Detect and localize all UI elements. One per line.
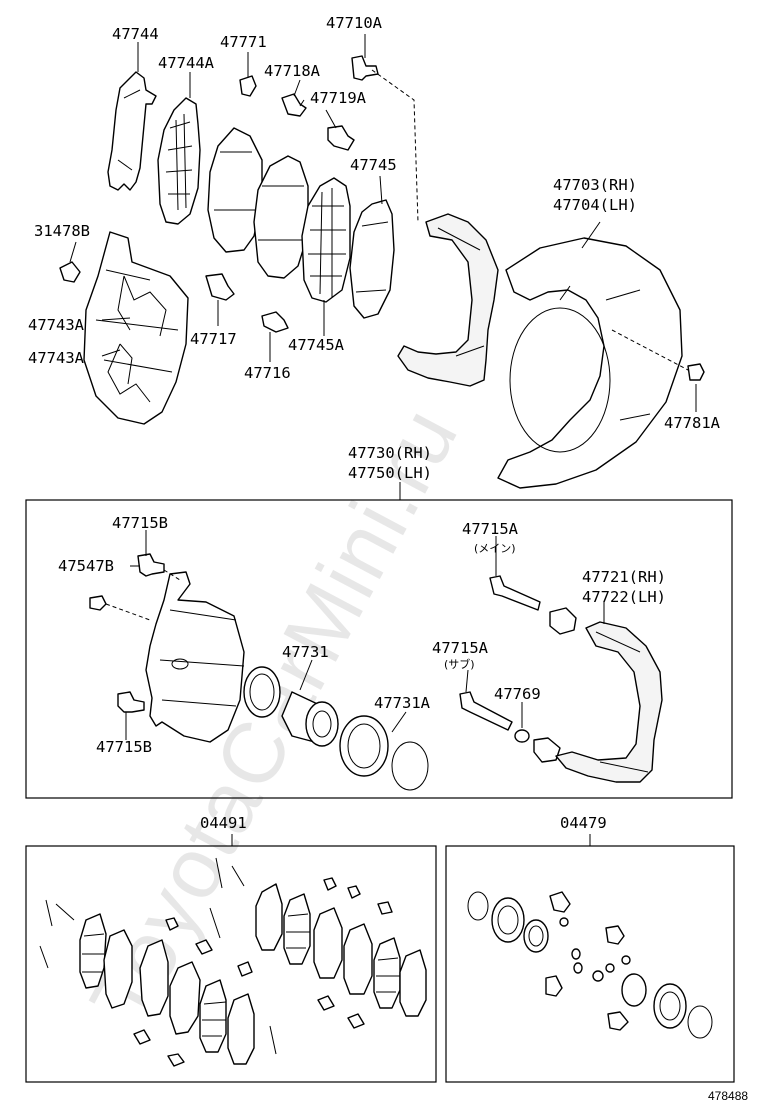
- caliper-cylinder-body[interactable]: [145, 571, 245, 743]
- label-47745A: 47745A: [288, 336, 345, 354]
- label-47771: 47771: [220, 33, 267, 51]
- bushing-47769[interactable]: [514, 729, 530, 743]
- label-47731A: 47731A: [374, 694, 431, 712]
- anti-squeal-shim-47745A[interactable]: [301, 177, 351, 303]
- label-47717: 47717: [190, 330, 237, 348]
- clip-31478B[interactable]: [59, 261, 81, 283]
- wear-indicator-47771[interactable]: [239, 75, 257, 97]
- caliper-mounting-47721-47722[interactable]: [555, 621, 663, 783]
- caliper-piston[interactable]: [281, 691, 339, 747]
- label-47743A-lower: 47743A: [28, 349, 85, 367]
- upper-leader-lines: [69, 34, 697, 500]
- anti-squeal-shim-47744[interactable]: [107, 71, 157, 191]
- bolt-47710A[interactable]: [351, 55, 379, 81]
- boot-set-ring[interactable]: [391, 741, 429, 791]
- anti-squeal-shim-47744A[interactable]: [157, 97, 201, 225]
- label-47703-rh: 47703(RH): [553, 176, 637, 194]
- label-47718A: 47718A: [264, 62, 321, 80]
- slide-bushing-dust-boot-upper[interactable]: [549, 607, 577, 635]
- label-47744A: 47744A: [158, 54, 215, 72]
- label-47547B: 47547B: [58, 557, 114, 575]
- bolt-47715B-bottom[interactable]: [117, 691, 145, 713]
- label-47731: 47731: [282, 643, 329, 661]
- label-47715A-sub: 47715A: [432, 639, 489, 657]
- label-note-main: (メイン): [474, 542, 516, 555]
- label-47704-lh: 47704(LH): [553, 196, 637, 214]
- label-47730-rh: 47730(RH): [348, 444, 432, 462]
- label-47715B-bottom: 47715B: [96, 738, 152, 756]
- slide-pin-47715A-sub[interactable]: [459, 691, 513, 731]
- slide-bushing-dust-boot-lower[interactable]: [533, 737, 561, 763]
- clip-47718A[interactable]: [281, 93, 307, 117]
- anti-rattle-spring-47743A-upper[interactable]: [117, 275, 167, 337]
- caliper-mounting-bracket[interactable]: [397, 213, 499, 387]
- disc-brake-dust-cover[interactable]: [497, 237, 683, 489]
- piston-seal-47731[interactable]: [243, 666, 281, 718]
- label-47719A: 47719A: [310, 89, 367, 107]
- label-47781A: 47781A: [664, 414, 721, 432]
- label-04491: 04491: [200, 814, 247, 832]
- brake-pad-inner[interactable]: [207, 127, 263, 253]
- label-47715A-main: 47715A: [462, 520, 519, 538]
- label-47721-rh: 47721(RH): [582, 568, 666, 586]
- label-47715B-top: 47715B: [112, 514, 168, 532]
- reference-number: 478488: [708, 1089, 748, 1103]
- label-47722-lh: 47722(LH): [582, 588, 666, 606]
- slide-pin-47715A-main[interactable]: [489, 575, 541, 611]
- clip-47717[interactable]: [205, 273, 235, 301]
- pad-kit-04491-box: [25, 845, 437, 1083]
- pad-kit-04491-contents[interactable]: [39, 857, 427, 1067]
- cylinder-boot-47731A[interactable]: [339, 715, 389, 777]
- brake-pad-outer[interactable]: [253, 155, 309, 279]
- label-47710A: 47710A: [326, 14, 383, 32]
- label-note-sub: (サブ): [444, 657, 475, 671]
- bleeder-plug-47547B[interactable]: [89, 595, 107, 611]
- bolt-47715B-top[interactable]: [137, 553, 165, 577]
- label-47744: 47744: [112, 25, 159, 43]
- label-47769: 47769: [494, 685, 541, 703]
- anti-squeal-shim-47745[interactable]: [349, 199, 395, 319]
- caliper-assembly-box: [25, 499, 733, 799]
- caliper-labels: 47715B 47547B 47715A (メイン) 47721(RH) 477…: [58, 514, 666, 756]
- label-47716: 47716: [244, 364, 291, 382]
- label-47750-lh: 47750(LH): [348, 464, 432, 482]
- anti-rattle-spring-47743A-lower[interactable]: [107, 343, 151, 403]
- label-47743A-upper: 47743A: [28, 316, 85, 334]
- label-31478B: 31478B: [34, 222, 90, 240]
- label-47745: 47745: [350, 156, 397, 174]
- seal-kit-04479-box: [445, 845, 735, 1083]
- clip-47719A[interactable]: [327, 125, 355, 151]
- clip-47716[interactable]: [261, 311, 289, 333]
- bolt-47781A[interactable]: [687, 363, 705, 381]
- label-04479: 04479: [560, 814, 607, 832]
- caliper-leader-lines: [105, 530, 605, 740]
- upper-labels: 47744 47744A 47771 47710A 47718A 47719A …: [28, 14, 721, 482]
- seal-kit-04479-contents[interactable]: [467, 891, 713, 1039]
- caliper-body-upper[interactable]: [83, 231, 189, 425]
